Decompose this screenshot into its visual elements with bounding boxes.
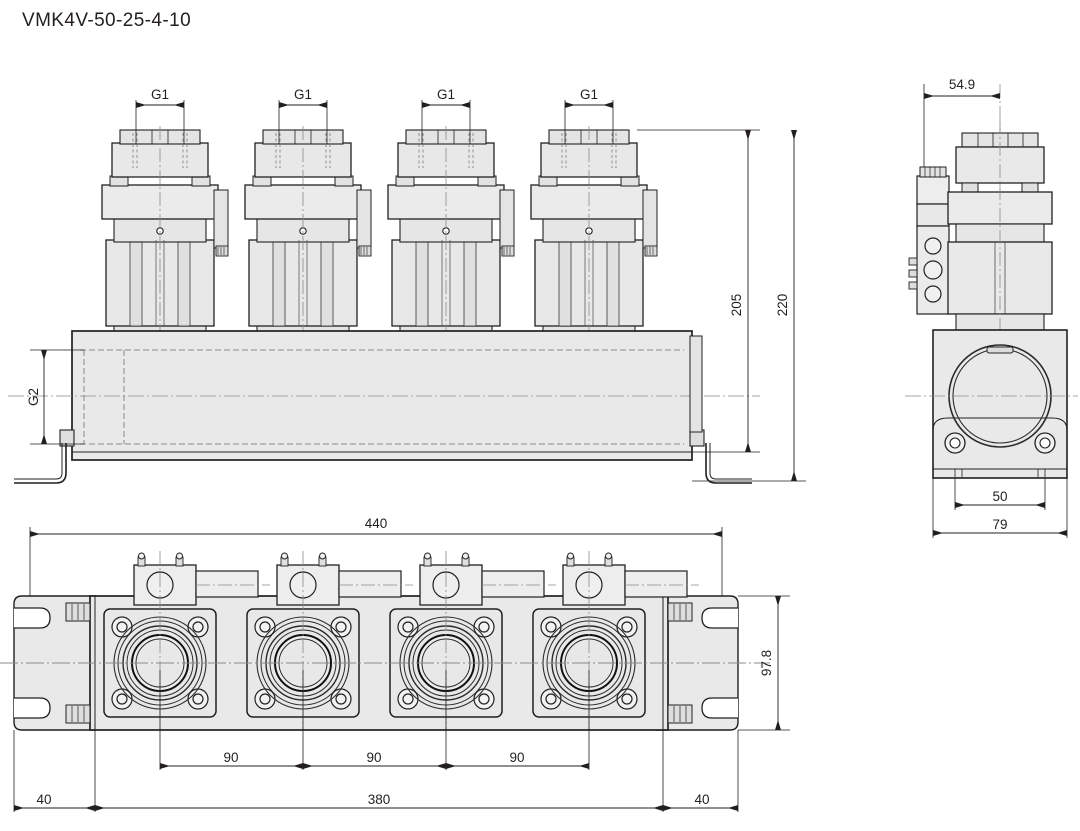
overall-440-dimension: 440 [29, 516, 723, 596]
pilot-solenoid-block [908, 166, 950, 315]
pitch-dimension-group: 90 90 90 [159, 670, 590, 770]
page-title: VMK4V-50-25-4-10 [22, 10, 192, 31]
g2-dimension: G2 [26, 349, 84, 445]
end-40-right-label: 40 [694, 792, 709, 807]
depth-97-8-dimension: 97.8 [738, 595, 790, 731]
g1-dimension: G1 [135, 87, 185, 140]
g1-label: G1 [437, 87, 455, 102]
g1-dimension-group: G1 G1 G1 G1 [135, 87, 614, 140]
plan-view: 440 [0, 516, 790, 812]
side-elevation-view: 54.9 [905, 77, 1078, 538]
height-205-label: 205 [729, 294, 744, 317]
end-40-right-dimension: 40 [663, 730, 739, 812]
pitch-label: 90 [366, 750, 381, 765]
height-220-label: 220 [775, 294, 790, 317]
valve-station-3 [387, 125, 515, 357]
pitch-dimension: 90 [303, 750, 446, 769]
g1-dimension: G1 [278, 87, 328, 140]
g1-label: G1 [580, 87, 598, 102]
g2-label: G2 [26, 388, 41, 406]
manifold-base [8, 330, 760, 484]
pitch-dimension: 90 [160, 750, 303, 769]
width-79-label: 79 [992, 517, 1007, 532]
valve-station-4 [530, 125, 658, 357]
side-manifold-block [905, 329, 1078, 479]
valve-station-2 [244, 125, 372, 357]
width-79-dimension: 79 [932, 478, 1068, 538]
g1-label: G1 [294, 87, 312, 102]
body-380-label: 380 [368, 792, 391, 807]
pitch-dimension: 90 [446, 750, 589, 769]
end-40-left-label: 40 [36, 792, 51, 807]
height-220-dimension: 220 [692, 130, 806, 482]
depth-97-8-label: 97.8 [759, 650, 774, 676]
height-205-dimension: 205 [637, 129, 760, 453]
width-50-label: 50 [992, 489, 1007, 504]
g1-label: G1 [151, 87, 169, 102]
pitch-label: 90 [223, 750, 238, 765]
offset-54-9-label: 54.9 [949, 77, 975, 92]
valve-station-1 [101, 125, 229, 357]
end-40-left-dimension: 40 [13, 730, 95, 812]
side-valve-body [947, 120, 1053, 348]
body-380-dimension: 380 [94, 730, 664, 812]
pitch-label: 90 [509, 750, 524, 765]
overall-440-label: 440 [365, 516, 388, 531]
front-elevation-view: G1 G1 G1 G1 [8, 87, 806, 484]
width-50-dimension: 50 [954, 478, 1046, 510]
